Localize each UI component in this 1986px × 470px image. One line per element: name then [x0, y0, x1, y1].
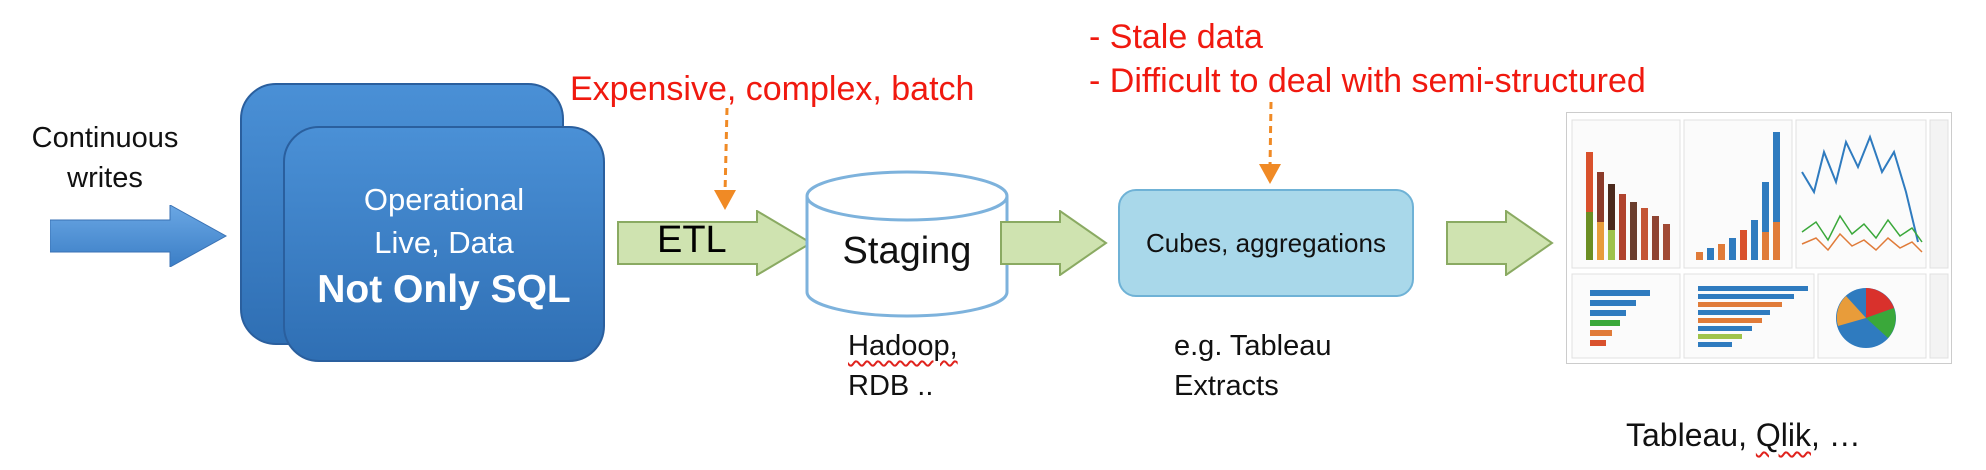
input-label-line2: writes: [67, 162, 143, 194]
staging-sub-line1: Hadoop,: [848, 330, 958, 362]
cubes-sub-line1: e.g. Tableau: [1174, 330, 1332, 362]
staging-cylinder: [805, 170, 1009, 318]
operational-front-box: Operational Live, Data Not Only SQL: [283, 126, 605, 362]
etl-note-pointer: [714, 107, 736, 210]
cubes-label: Cubes, aggregations: [1146, 227, 1386, 258]
cubes-box: Cubes, aggregations: [1118, 189, 1414, 297]
staging-sub-line2: RDB ..: [848, 370, 934, 402]
staging-label: Staging: [842, 230, 972, 272]
cubes-note-line2: - Difficult to deal with semi-structured: [1089, 62, 1646, 100]
cubes-notes: - Stale data - Difficult to deal with se…: [1089, 15, 1646, 103]
operational-line1: Operational: [363, 182, 525, 217]
cubes-note-line1: - Stale data: [1089, 18, 1263, 56]
cubes-note-pointer: [1259, 101, 1281, 184]
etl-arrow: [617, 210, 813, 276]
input-label-line1: Continuous: [31, 122, 179, 154]
input-arrow: [50, 205, 228, 267]
etl-note: Expensive, complex, batch: [570, 70, 975, 108]
dashboard-caption-qlik: Qlik: [1755, 417, 1811, 453]
staging-to-cubes-arrow: [1000, 210, 1108, 276]
staging-sub: Hadoop, RDB ..: [848, 326, 958, 406]
input-label: Continuous writes: [20, 118, 190, 198]
dashboard-caption-suffix: , …: [1810, 417, 1861, 453]
operational-line3: Not Only SQL: [317, 268, 571, 311]
cubes-sub-line2: Extracts: [1174, 370, 1279, 402]
dashboard-caption-prefix: Tableau,: [1626, 417, 1756, 453]
cubes-to-dashboard-arrow: [1446, 210, 1554, 276]
cubes-sub: e.g. Tableau Extracts: [1174, 326, 1332, 406]
dashboard-caption: Tableau, Qlik, …: [1626, 414, 1861, 456]
etl-label: ETL: [657, 219, 727, 261]
operational-line2: Live, Data: [374, 225, 514, 260]
dashboard-thumbnail: [1566, 112, 1952, 364]
